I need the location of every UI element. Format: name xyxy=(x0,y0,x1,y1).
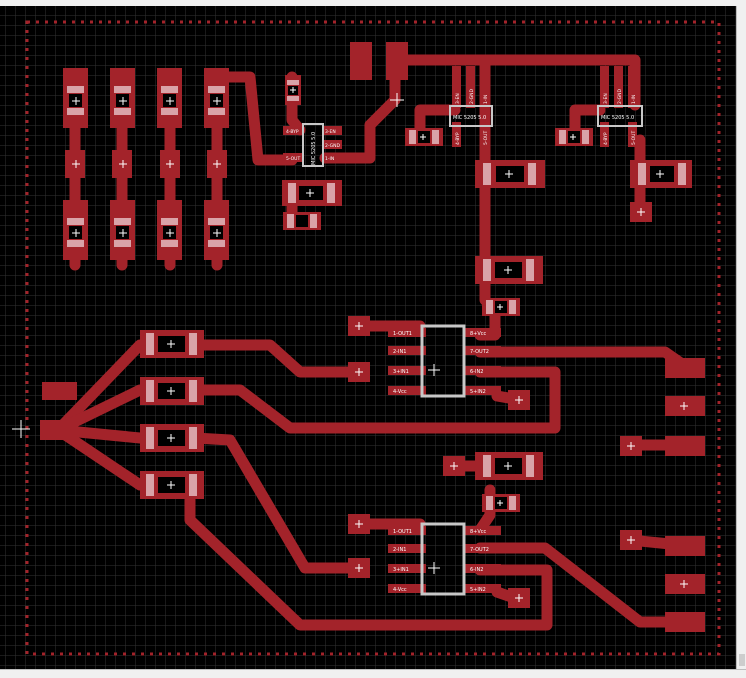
reg1-pin: 4-BYP xyxy=(286,129,299,135)
reg2-pin: 5-OUT xyxy=(483,131,489,145)
regulator-2-outline xyxy=(449,105,493,127)
opamp1-pin: 5+IN2 xyxy=(470,389,486,395)
reg1-pin: 2-GND xyxy=(325,143,341,149)
regulator-pads xyxy=(283,66,637,162)
reg3-pin: 1-IN xyxy=(631,95,637,104)
opamp-pads xyxy=(388,328,501,593)
opamp2-pin: 8+Vcc xyxy=(470,529,487,535)
opamp1-pin: 1-OUT1 xyxy=(393,331,412,337)
opamp1-pin: 2-IN1 xyxy=(393,349,406,355)
reg2-label: MIC 5205 5.0 xyxy=(453,115,486,121)
vertical-scrollbar[interactable] xyxy=(736,6,746,669)
regulator-1-outline xyxy=(302,123,324,167)
reg2-pin: 4-BYP xyxy=(455,132,461,145)
scroll-thumb[interactable] xyxy=(739,654,745,666)
reg1-pin: 3-EN xyxy=(325,129,336,135)
opamp1-pin: 3+IN1 xyxy=(393,369,409,375)
reg3-pin: 4-BYP xyxy=(603,132,609,145)
opamp2-pin: 3+IN1 xyxy=(393,567,409,573)
board-outline xyxy=(25,20,721,656)
reg3-pin: 2-GND xyxy=(617,88,623,104)
horizontal-scrollbar[interactable] xyxy=(0,669,746,678)
opamp1-pin: 4-Vcc xyxy=(393,389,407,395)
opamp1-pin: 8+Vcc xyxy=(470,331,487,337)
reg3-pin: 3-EN xyxy=(603,93,609,104)
reg3-label: MIC 5205 5.0 xyxy=(601,115,634,121)
smd-components xyxy=(40,42,705,632)
opamp2-pin: 2-IN1 xyxy=(393,547,406,553)
opamp2-pin: 5+IN2 xyxy=(470,587,486,593)
opamp2-pin: 6-IN2 xyxy=(470,567,483,573)
reg2-pin: 3-EN xyxy=(455,93,461,104)
reg1-label: MIC 5205 5.0 xyxy=(311,132,317,165)
reg2-pin: 2-GND xyxy=(469,88,475,104)
opamp2-pin: 7-OUT2 xyxy=(470,547,489,553)
opamp2-pin: 1-OUT1 xyxy=(393,529,412,535)
opamp-2-outline xyxy=(420,522,466,596)
opamp-1-outline xyxy=(420,324,466,398)
pcb-canvas[interactable]: MIC 5205 5.0 MIC 5205 5.0 MIC 5205 5.0 4… xyxy=(0,6,736,669)
reg1-pin: 5-OUT xyxy=(286,156,300,162)
reg2-pin: 1-IN xyxy=(483,95,489,104)
regulator-3-outline xyxy=(597,105,643,127)
reg3-pin: 5-OUT xyxy=(631,131,637,145)
opamp1-pin: 7-OUT2 xyxy=(470,349,489,355)
opamp2-pin: 4-Vcc xyxy=(393,587,407,593)
opamp1-pin: 6-IN2 xyxy=(470,369,483,375)
reg1-pin: 1-IN xyxy=(325,156,334,162)
origin-marker-icon xyxy=(72,87,688,602)
crosshair-icon xyxy=(12,93,404,438)
